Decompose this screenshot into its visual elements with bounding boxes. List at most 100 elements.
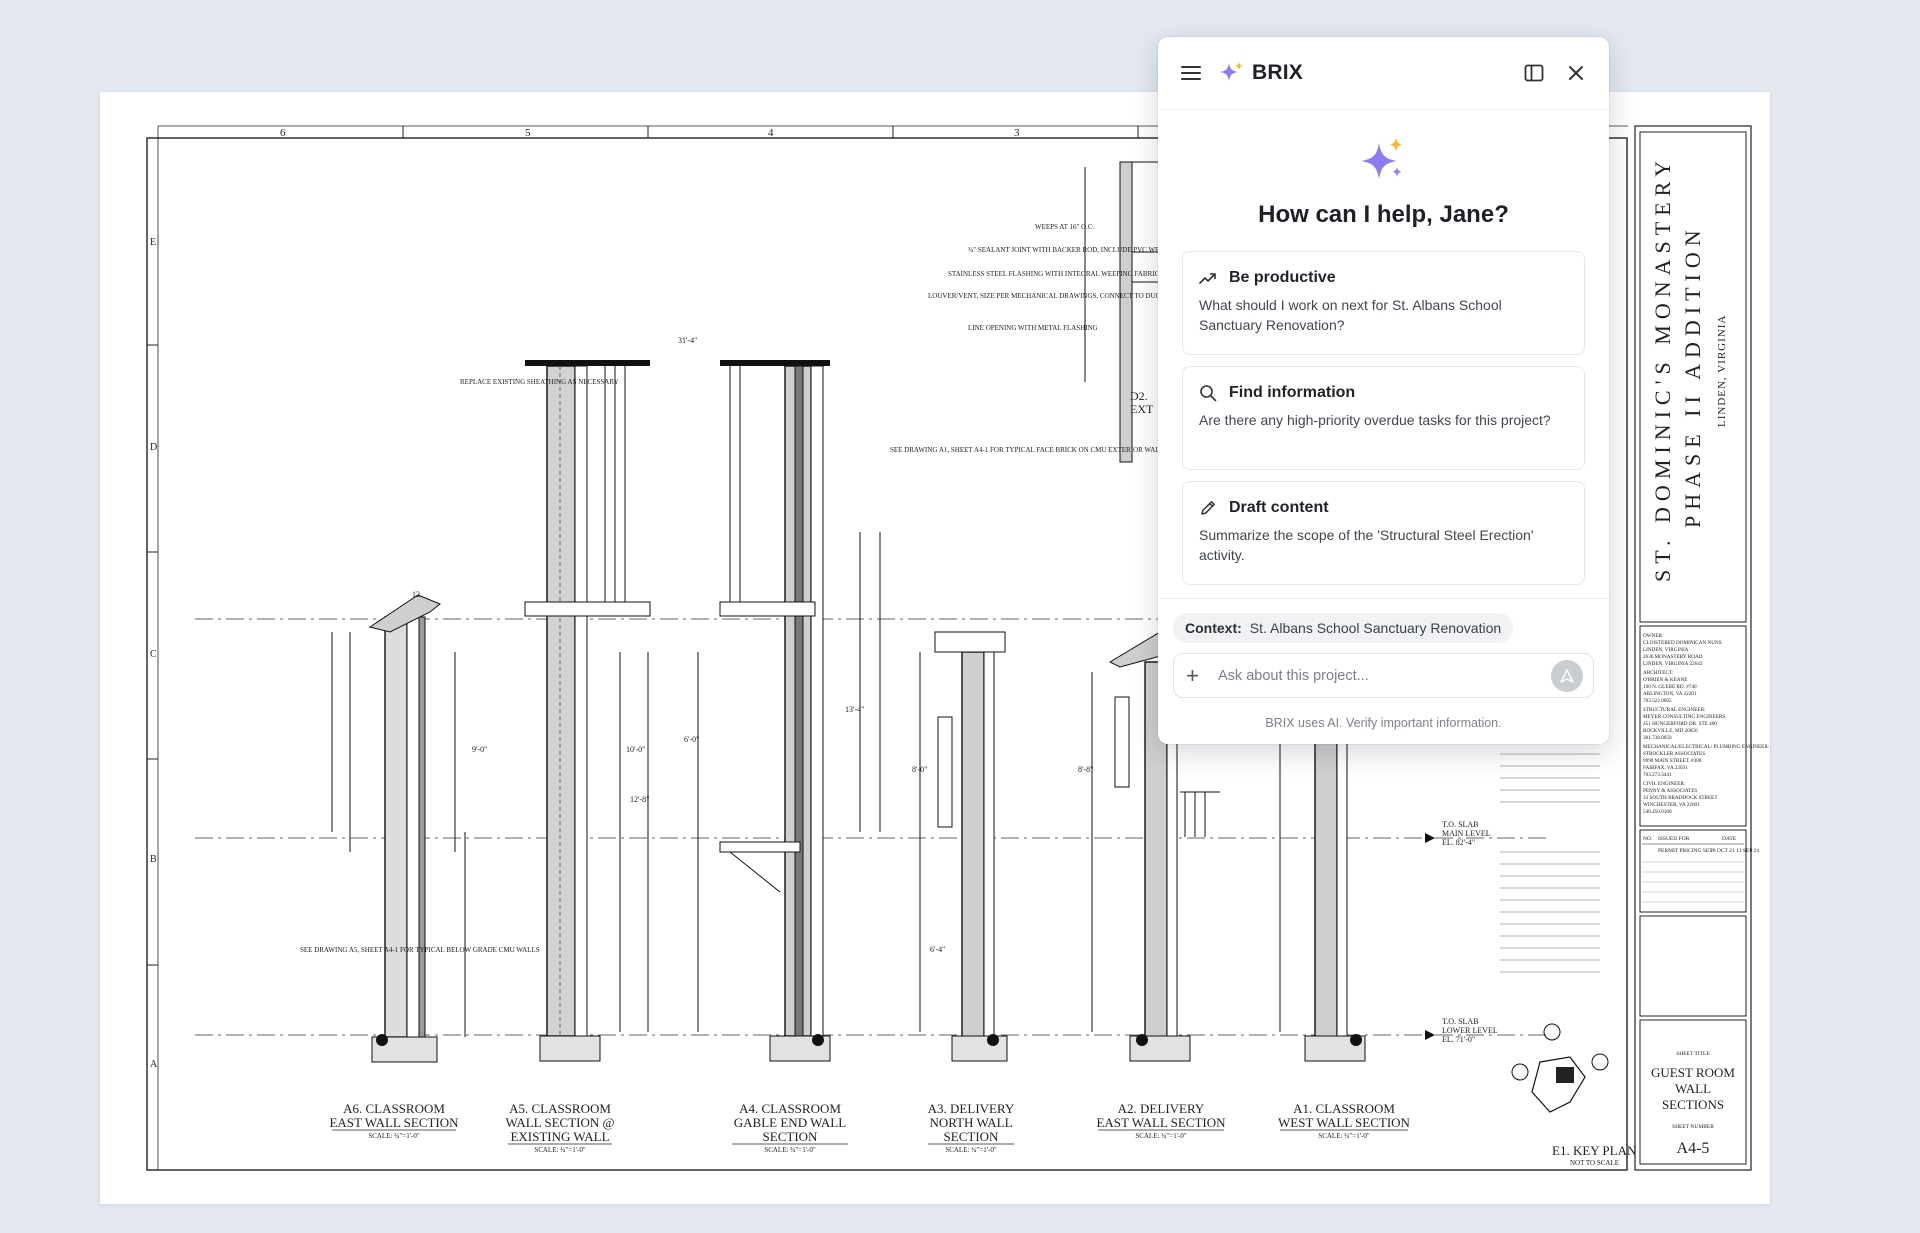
section-title-underlines (332, 1129, 1408, 1145)
grid-col-6: 6 (280, 127, 286, 139)
dim-8-8: 8'-8" (1078, 765, 1093, 774)
section-a5-subtitle: WALL SECTION @ (506, 1115, 615, 1130)
grid-row-c: C (150, 649, 157, 660)
sidebar-toggle-icon[interactable] (1519, 58, 1549, 88)
pencil-icon (1201, 501, 1215, 515)
detail-d2: D2. EXT (1084, 161, 1160, 463)
sheet-title-line-1: GUEST ROOM (1651, 1065, 1735, 1080)
mep-line-3: FAIRFAX, VA 22031 (1643, 765, 1688, 771)
sheet-number-label: SHEET NUMBER (1672, 1124, 1714, 1130)
mep-line-4: 703.273.3441 (1643, 772, 1672, 778)
brix-assistant-panel: BRIX How can I help, Jane? Be productive… (1158, 37, 1609, 744)
plus-icon[interactable]: + (1186, 662, 1199, 688)
context-pill[interactable]: Context: St. Albans School Sanctuary Ren… (1173, 613, 1514, 643)
suggestion-cards: Be productive What should I work on next… (1158, 251, 1609, 585)
section-a2 (1091, 631, 1220, 1062)
sheet-title-line-3: SECTIONS (1662, 1097, 1724, 1112)
architect-line-1: O'BRIEN & KEANE (1643, 677, 1687, 683)
architect-line-2: 100 N. GLEBE RD. #740 (1643, 684, 1697, 690)
section-a4-scale: SCALE: ¾"=1'-0" (764, 1146, 816, 1154)
menu-icon[interactable] (1176, 58, 1206, 88)
grid-column-ticks: 6 5 4 3 (280, 126, 1139, 139)
card-draft-content[interactable]: Draft content Summarize the scope of the… (1182, 481, 1585, 585)
project-name: ST. DOMINIC'S MONASTERY (1650, 155, 1675, 582)
grid-row-a: A (150, 1059, 158, 1070)
dim-13-4: 13'-4" (845, 705, 864, 714)
slab-lower-2: LOWER LEVEL (1442, 1026, 1498, 1035)
section-a3-subtitle2: SECTION (944, 1129, 1000, 1144)
section-a1-subtitle: WEST WALL SECTION (1278, 1115, 1411, 1130)
note-see-drawing-a5: SEE DRAWING A5, SHEET A4-1 FOR TYPICAL B… (300, 946, 540, 954)
dimension-labels: 31'-4" 12 10'-0" 12'-8" 6'-0" 9'-0" 13'-… (412, 336, 1093, 954)
card-be-productive[interactable]: Be productive What should I work on next… (1182, 251, 1585, 355)
section-a5-title: A5. CLASSROOM (509, 1101, 611, 1116)
issue-row-issued: PERMIT PRICING SET (1658, 848, 1713, 854)
mep-line-2: 9990 MAIN STREET, #300 (1643, 758, 1702, 764)
issue-header-date: DATE (1722, 836, 1737, 842)
section-a5-scale: SCALE: ¾"=1'-0" (534, 1146, 586, 1154)
section-a1-title: A1. CLASSROOM (1293, 1101, 1395, 1116)
close-icon[interactable] (1561, 58, 1591, 88)
drawing-notes: REPLACE EXISTING SHEATHING AS NECESSARY … (300, 223, 1260, 954)
card-title: Be productive (1229, 269, 1336, 286)
dim-31-4: 31'-4" (678, 336, 697, 345)
section-a3-subtitle: NORTH WALL (929, 1115, 1012, 1130)
dim-6-0: 6'-0" (684, 735, 699, 744)
section-a6-scale: SCALE: ¾"=1'-0" (368, 1132, 420, 1140)
note-weeps: WEEPS AT 16" O.C. (1035, 223, 1095, 231)
section-a2-title: A2. DELIVERY (1118, 1101, 1205, 1116)
slab-main-1: T.O. SLAB (1442, 820, 1479, 829)
greeting: How can I help, Jane? (1258, 201, 1509, 228)
civil-line-3: WINCHESTER, VA 22601 (1643, 802, 1700, 808)
grid-col-4: 4 (768, 127, 774, 139)
architect-line-3: ARLINGTON, VA 22201 (1643, 691, 1697, 697)
dim-8-0: 8'-0" (912, 765, 927, 774)
card-desc: Summarize the scope of the 'Structural S… (1199, 527, 1534, 563)
section-a6-subtitle: EAST WALL SECTION (329, 1115, 459, 1130)
disclaimer: BRIX uses AI. Verify important informati… (1265, 716, 1502, 730)
send-button[interactable] (1551, 659, 1583, 692)
sparkle-hero-icon (1360, 138, 1402, 179)
section-a4 (697, 360, 881, 1062)
title-block: ST. DOMINIC'S MONASTERY PHASE II ADDITIO… (1634, 125, 1770, 1171)
brand-name: BRIX (1252, 61, 1303, 84)
card-find-information[interactable]: Find information Are there any high-prio… (1182, 366, 1585, 470)
slab-lower-3: EL. 71'-0" (1442, 1035, 1475, 1044)
section-a5 (524, 360, 651, 1062)
section-a3-scale: SCALE: ¾"=1'-0" (945, 1146, 997, 1154)
slab-lower-1: T.O. SLAB (1442, 1017, 1479, 1026)
ask-input-row: + (1173, 653, 1594, 698)
sheet-title-line-2: WALL (1675, 1081, 1711, 1096)
section-a1-scale: SCALE: ¾"=1'-0" (1318, 1132, 1370, 1140)
section-a3 (919, 631, 1008, 1062)
structural-line-1: MEYER CONSULTING ENGINEERS (1643, 714, 1725, 720)
project-location: LINDEN, VIRGINIA (1716, 315, 1728, 427)
mep-label: MECHANICAL/ELECTRICAL/ PLUMBING ENGINEER… (1643, 744, 1770, 750)
dim-12-8: 12'-8" (630, 795, 649, 804)
structural-label: STRUCTURAL ENGINEER: (1643, 707, 1706, 713)
mep-line-1: STROCKLER ASSOCIATES (1643, 751, 1705, 757)
owner-line-3: 2636 MONASTERY ROAD (1643, 654, 1703, 660)
sheet-number: A4-5 (1677, 1140, 1710, 1157)
civil-line-1: PENNY & ASSOCIATES (1643, 788, 1697, 794)
slab-notes: T.O. SLAB MAIN LEVEL EL. 82'-4" T.O. SLA… (1425, 820, 1498, 1044)
note-line-opening: LINE OPENING WITH METAL FLASHING (968, 324, 1098, 332)
section-a2-subtitle: EAST WALL SECTION (1096, 1115, 1226, 1130)
owner-line-1: CLOISTERED DOMINICAN NUNS (1643, 640, 1722, 646)
note-replace-sheathing: REPLACE EXISTING SHEATHING AS NECESSARY (460, 378, 619, 386)
owner-line-4: LINDEN, VIRGINIA 22642 (1643, 661, 1703, 667)
ask-input[interactable] (1218, 667, 1551, 684)
structural-line-4: 301.738.0050 (1643, 735, 1672, 741)
architect-line-4: 703.522.0005 (1643, 698, 1672, 704)
owner-label: OWNER: (1643, 633, 1664, 639)
section-a2-scale: SCALE: ¾"=1'-0" (1135, 1132, 1187, 1140)
section-titles: A6. CLASSROOM EAST WALL SECTION SCALE: ¾… (329, 1101, 1410, 1154)
note-sealant-joint: ¾" SEALANT JOINT WITH BACKER ROD, INCLUD… (968, 246, 1226, 254)
section-a4-title: A4. CLASSROOM (739, 1101, 841, 1116)
dim-6-4: 6'-4" (930, 945, 945, 954)
grid-col-3: 3 (1014, 127, 1020, 139)
sparkle-icon (1220, 62, 1243, 81)
dim-10-0: 10'-0" (626, 745, 645, 754)
grid-col-5: 5 (525, 127, 531, 139)
civil-line-2: 33 SOUTH BRADDOCK STREET (1643, 795, 1718, 801)
